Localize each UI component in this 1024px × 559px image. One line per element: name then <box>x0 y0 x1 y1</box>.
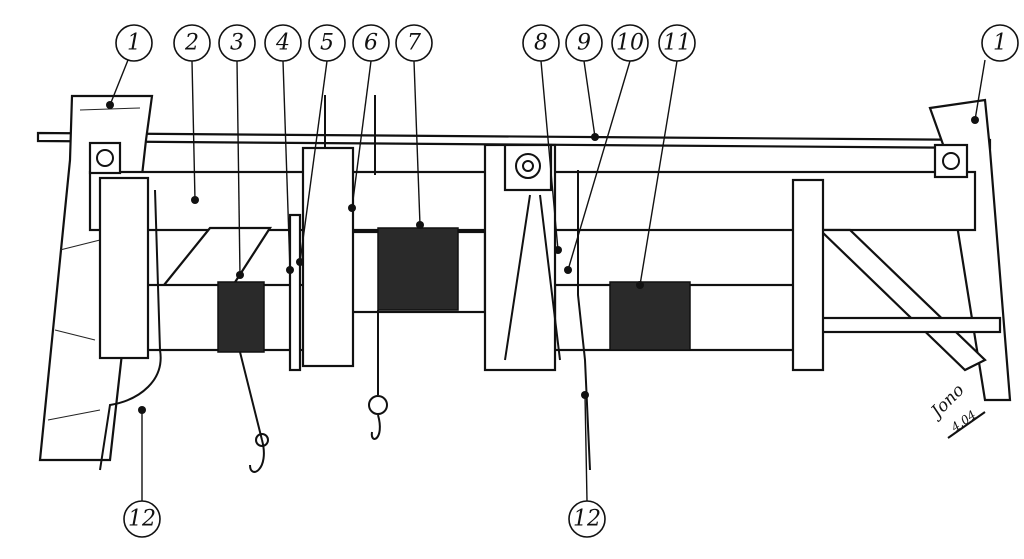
callout-label: 5 <box>320 31 334 56</box>
callout-label: 6 <box>364 31 378 56</box>
callout-label: 11 <box>663 31 691 56</box>
callout-label: 1 <box>127 31 141 56</box>
callout-10: 10 <box>611 24 649 62</box>
callout-3: 3 <box>218 24 256 62</box>
callout-label: 7 <box>407 31 421 56</box>
callout-12-right: 12 <box>568 500 606 538</box>
callout-label: 4 <box>275 31 290 56</box>
slanted-board <box>157 226 273 292</box>
callout-label: 9 <box>577 31 591 56</box>
callout-label: 8 <box>534 31 548 56</box>
callout-label: 10 <box>616 31 644 56</box>
signature: Jono 4.04 <box>925 380 986 439</box>
callout-label: 12 <box>128 507 156 532</box>
leader-lines <box>106 59 986 502</box>
callout-11: 11 <box>658 24 696 62</box>
callout-6: 6 <box>352 24 390 62</box>
callout-8: 8 <box>522 24 560 62</box>
callout-2: 2 <box>173 24 211 62</box>
signature-underline <box>947 411 986 439</box>
callout-label: 12 <box>573 507 601 532</box>
callout-label: 3 <box>230 31 244 56</box>
callout-9: 9 <box>565 24 603 62</box>
ropes-and-hooks <box>99 170 591 473</box>
callout-label: 2 <box>184 31 199 56</box>
callout-1-right: 1 <box>981 24 1019 62</box>
callout-label: 1 <box>993 31 1007 56</box>
rope-coil-3 <box>217 281 265 353</box>
uprights <box>98 95 825 372</box>
signature-date: 4.04 <box>948 408 979 435</box>
rope-coil-11 <box>609 281 691 351</box>
callout-4: 4 <box>264 24 302 62</box>
callout-7: 7 <box>395 24 433 62</box>
rope-coil-7 <box>377 227 459 311</box>
brace <box>817 228 1002 372</box>
callout-5: 5 <box>308 24 346 62</box>
callout-1-left: 1 <box>115 24 153 62</box>
callout-12-left: 12 <box>123 500 161 538</box>
